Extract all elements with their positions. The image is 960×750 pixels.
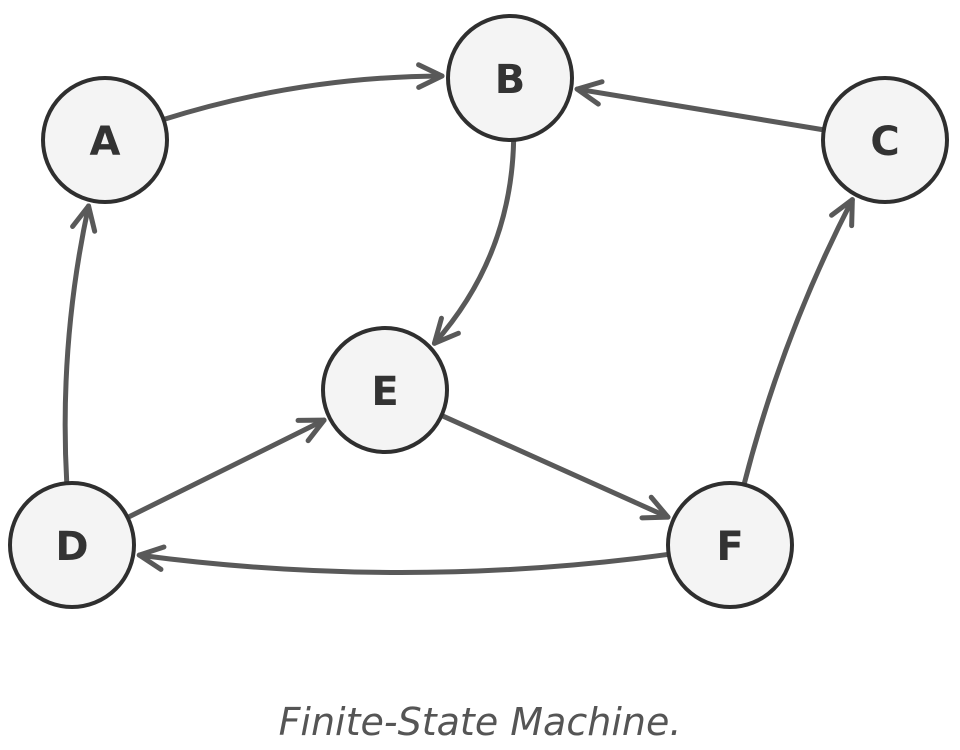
state-label: B bbox=[495, 57, 526, 103]
state-circle bbox=[821, 76, 949, 204]
arrowhead bbox=[431, 315, 461, 346]
edge-line bbox=[741, 197, 855, 488]
state-label: C bbox=[870, 119, 899, 165]
arrowhead bbox=[639, 494, 671, 521]
state-circle bbox=[666, 481, 794, 609]
edge-line bbox=[574, 86, 827, 133]
edge-c-to-b bbox=[574, 79, 827, 133]
edge-e-to-f bbox=[439, 412, 671, 521]
state-circle bbox=[446, 14, 574, 142]
state-label: E bbox=[371, 369, 398, 415]
edge-line bbox=[161, 73, 445, 123]
edge-line bbox=[136, 551, 672, 575]
arrowhead bbox=[136, 544, 167, 572]
state-node-d: D bbox=[8, 481, 136, 609]
edge-f-to-d bbox=[136, 544, 672, 575]
arrowhead bbox=[295, 417, 327, 444]
state-circle bbox=[321, 326, 449, 454]
state-node-a: A bbox=[41, 76, 169, 204]
diagram-caption: Finite-State Machine. bbox=[278, 700, 682, 744]
state-label: A bbox=[90, 119, 121, 165]
arrowhead bbox=[416, 62, 445, 90]
state-label: F bbox=[716, 524, 743, 570]
arrowhead bbox=[574, 79, 605, 107]
edge-d-to-a bbox=[62, 203, 98, 486]
edge-line bbox=[125, 417, 327, 520]
edge-b-to-e bbox=[431, 137, 517, 346]
nodes-layer: A B C D E F bbox=[8, 14, 949, 609]
edge-a-to-b bbox=[161, 62, 445, 123]
state-node-f: F bbox=[666, 481, 794, 609]
edge-line bbox=[431, 137, 517, 346]
edge-f-to-c bbox=[741, 197, 855, 488]
state-node-e: E bbox=[321, 326, 449, 454]
state-label: D bbox=[55, 524, 88, 570]
state-circle bbox=[41, 76, 169, 204]
state-diagram: A B C D E F bbox=[8, 14, 949, 609]
edges-layer bbox=[62, 62, 855, 575]
edge-d-to-e bbox=[125, 417, 327, 520]
edge-line bbox=[439, 412, 671, 520]
state-node-c: C bbox=[821, 76, 949, 204]
arrowhead bbox=[70, 203, 98, 234]
arrowhead bbox=[829, 197, 855, 229]
state-node-b: B bbox=[446, 14, 574, 142]
state-circle bbox=[8, 481, 136, 609]
edge-line bbox=[62, 203, 92, 486]
